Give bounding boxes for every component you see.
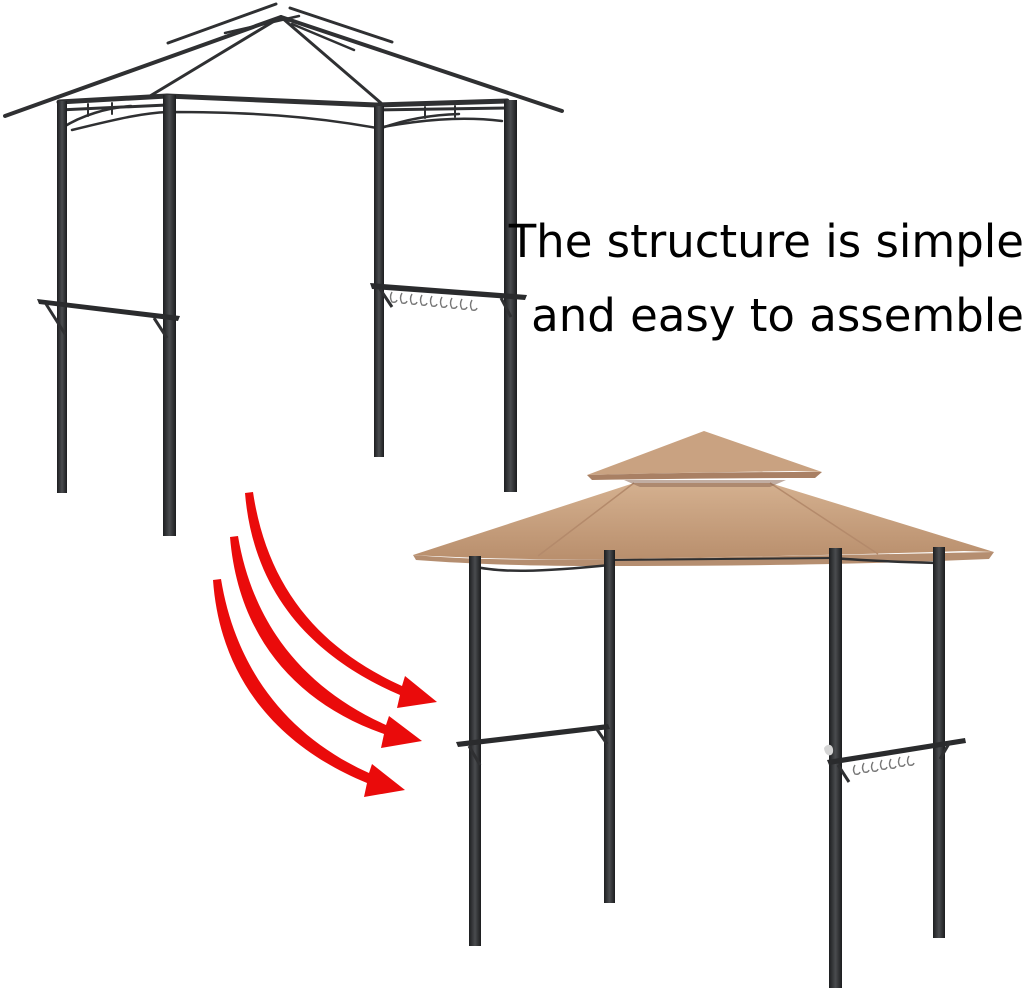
curved-arrow-bottom <box>213 579 405 797</box>
hook-set-frame <box>389 291 478 311</box>
canopy-seam-right <box>769 482 879 555</box>
caption-line-1: The structure is simple <box>508 215 1024 268</box>
curved-arrow-top <box>245 492 437 708</box>
upper-canopy-edge <box>587 472 822 480</box>
frame-poles <box>57 95 517 536</box>
hook-set-covered <box>852 755 915 775</box>
left-shelf <box>37 299 180 321</box>
lower-canopy <box>413 483 994 560</box>
upper-roof-right <box>288 6 394 44</box>
right-shelf-brace <box>378 288 394 308</box>
frame-gazebo <box>3 2 564 536</box>
right-shelf <box>370 283 527 300</box>
curved-arrow-middle <box>230 536 422 748</box>
roof-left-rafter <box>3 15 283 118</box>
left-shelf-brace-front <box>152 317 169 339</box>
canopy <box>413 431 994 566</box>
frame-side-shelves <box>37 283 527 339</box>
canopy-support-left <box>471 563 611 572</box>
right-shelf-brace-front <box>499 297 513 318</box>
shelf-bracket-knob <box>824 744 834 756</box>
caption-line-2: and easy to assemble <box>531 289 1024 342</box>
roof-right-rafter <box>279 15 564 113</box>
roof-front-right-rafter <box>279 15 383 105</box>
roof-corner-brace-right <box>377 112 461 131</box>
covered-pole-front-right <box>829 548 842 988</box>
lower-perimeter-frame <box>70 110 504 132</box>
caption-text: The structure is simple and easy to asse… <box>504 205 1024 353</box>
frame-roof-structure <box>3 2 564 132</box>
upper-roof-left <box>166 2 278 45</box>
upper-canopy <box>587 431 822 475</box>
roof-front-left-rafter <box>148 15 283 98</box>
canopy-support-right <box>832 556 939 565</box>
pole-back-right <box>374 106 384 457</box>
transition-arrows <box>213 492 437 797</box>
pole-back-left <box>57 101 67 493</box>
upper-roof-middle-left <box>223 14 301 35</box>
covered-pole-front-left <box>469 556 481 946</box>
covered-poles <box>469 547 945 988</box>
upper-roof-middle-right <box>290 22 356 52</box>
vent-gap-shadow <box>624 480 786 487</box>
covered-gazebo <box>413 431 994 988</box>
covered-frame-supports <box>471 556 939 572</box>
canopy-seam-left <box>537 482 635 557</box>
top-perimeter-frame <box>56 93 510 108</box>
covered-left-shelf <box>456 724 610 747</box>
covered-right-shelf <box>827 738 966 765</box>
covered-side-shelves <box>456 724 966 783</box>
left-shelf-brace <box>44 303 67 335</box>
covered-pole-back-left <box>604 550 615 903</box>
side-beam-right <box>374 106 509 112</box>
roof-corner-brace-left <box>60 104 133 130</box>
